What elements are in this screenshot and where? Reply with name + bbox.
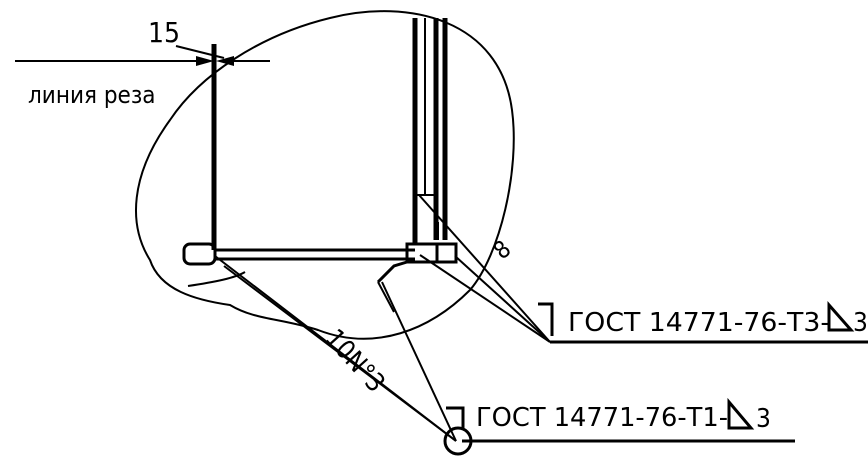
cut-line-label: линия реза	[28, 81, 156, 109]
hook-leg	[377, 281, 395, 313]
fillet-weld-triangle-bottom	[727, 397, 755, 430]
leader-top-2	[419, 254, 551, 343]
leader-top-1	[418, 194, 551, 343]
hook-element	[376, 260, 408, 284]
callout-bottom-flag	[446, 406, 465, 430]
callout-top-size: 3	[853, 308, 868, 338]
weld-block-right-cap	[435, 242, 458, 264]
leader-bottom-2	[223, 265, 457, 442]
leg-size-label: 8	[488, 235, 517, 265]
detail-boundary	[135, 10, 515, 340]
dimension-arrow-right	[216, 56, 234, 66]
dimension-arrow-left	[196, 56, 214, 66]
callout-bottom-size: 3	[756, 404, 771, 434]
dimension-leader	[175, 45, 225, 59]
dimension-value: 15	[148, 16, 180, 49]
fillet-weld-triangle-top	[827, 301, 855, 332]
callout-top-flag	[538, 302, 554, 336]
leader-bottom-3	[381, 281, 457, 442]
leader-top-3	[454, 255, 551, 343]
callout-top-standard: ГОСТ 14771-76-Т3-	[568, 308, 830, 338]
weld-block-left	[182, 242, 217, 266]
part-label: 10N°3	[319, 324, 391, 399]
boundary-break-curve	[187, 271, 246, 287]
callout-bottom-standard: ГОСТ 14771-76-Т1-	[476, 403, 728, 433]
